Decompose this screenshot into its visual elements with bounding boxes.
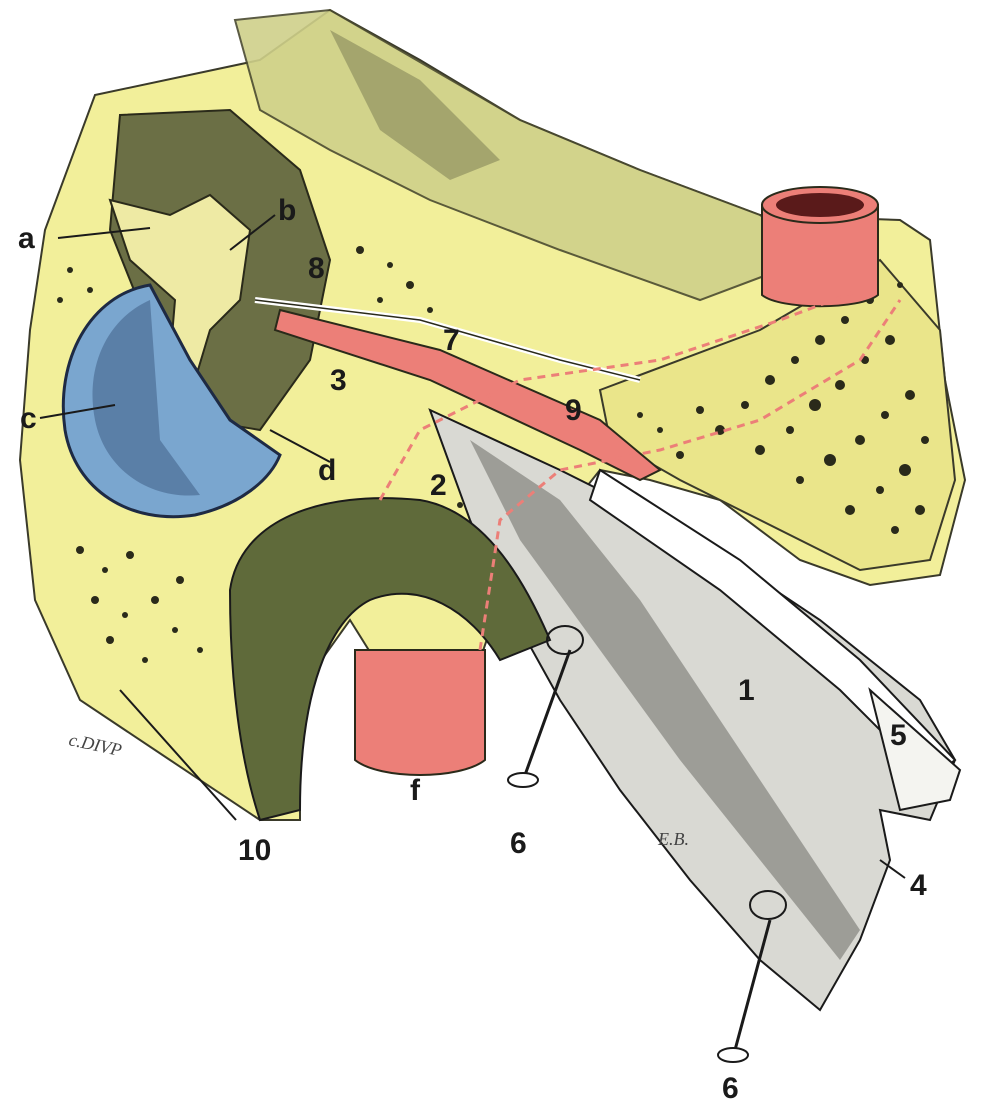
label-5: 5 [890,719,907,752]
label-2: 2 [430,469,447,502]
label-8: 8 [308,252,325,285]
label-b: b [278,194,296,227]
label-a: a [18,222,35,255]
label-10: 10 [238,834,271,867]
label-f: f [410,774,421,807]
label-3: 3 [330,364,347,397]
signature-left: c.DIVP [67,729,123,760]
label-c: c [20,402,37,435]
carotid-artery-top [762,187,878,306]
label-d: d [318,454,336,487]
label-4: 4 [910,869,927,902]
label-6-upper: 6 [510,827,527,860]
label-1: 1 [738,674,755,707]
label-6-lower: 6 [722,1072,739,1103]
signature-right: E.B. [657,829,689,849]
label-9: 9 [565,394,582,427]
jugular-vein [355,650,485,775]
label-7: 7 [443,324,460,357]
